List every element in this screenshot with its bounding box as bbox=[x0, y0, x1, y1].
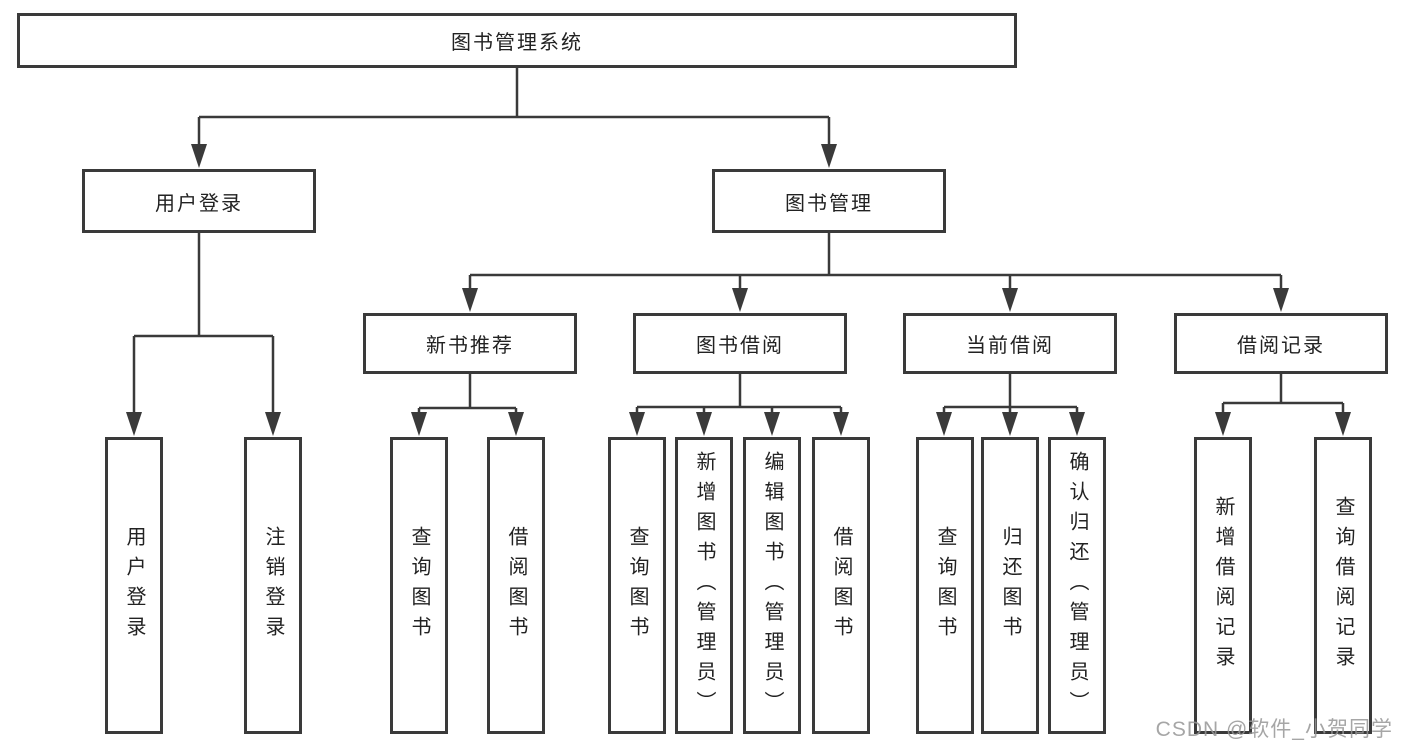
leaf-confirm-return-admin: 确认归还（管理员） bbox=[1048, 437, 1106, 734]
leaf-query-books-current: 查询图书 bbox=[916, 437, 974, 734]
leaf-label: 查询图书 bbox=[934, 525, 956, 646]
leaf-label: 注销登录 bbox=[262, 525, 284, 646]
leaf-label: 新增图书（管理员） bbox=[693, 450, 715, 721]
leaf-label: 查询图书 bbox=[408, 525, 430, 646]
leaf-label: 确认归还（管理员） bbox=[1066, 450, 1088, 721]
csdn-watermark: CSDN @软件_小贺同学 bbox=[1155, 718, 1393, 741]
leaf-query-books-borrowing: 查询图书 bbox=[608, 437, 666, 734]
node-label: 借阅记录 bbox=[1237, 335, 1325, 357]
node-new-book-recommend: 新书推荐 bbox=[363, 313, 577, 374]
node-borrowing-records: 借阅记录 bbox=[1174, 313, 1388, 374]
leaf-label: 编辑图书（管理员） bbox=[761, 450, 783, 721]
leaf-label: 借阅图书 bbox=[830, 525, 852, 646]
leaf-query-books-recommend: 查询图书 bbox=[390, 437, 448, 734]
node-book-borrowing: 图书借阅 bbox=[633, 313, 847, 374]
node-label: 图书借阅 bbox=[696, 335, 784, 357]
node-label: 图书管理 bbox=[785, 192, 873, 215]
leaf-label: 借阅图书 bbox=[505, 525, 527, 646]
leaf-add-books-admin: 新增图书（管理员） bbox=[675, 437, 733, 734]
leaf-add-borrow-record: 新增借阅记录 bbox=[1194, 437, 1252, 734]
leaf-user-login: 用户登录 bbox=[105, 437, 163, 734]
node-label: 新书推荐 bbox=[426, 335, 514, 357]
node-label: 当前借阅 bbox=[966, 335, 1054, 357]
node-library-management-system: 图书管理系统 bbox=[17, 13, 1017, 68]
leaf-label: 归还图书 bbox=[999, 525, 1021, 646]
leaf-edit-books-admin: 编辑图书（管理员） bbox=[743, 437, 801, 734]
arrowheads bbox=[126, 144, 1351, 436]
leaf-label: 查询图书 bbox=[626, 525, 648, 646]
leaf-label: 新增借阅记录 bbox=[1212, 495, 1234, 676]
node-book-management: 图书管理 bbox=[712, 169, 946, 233]
node-current-borrowing: 当前借阅 bbox=[903, 313, 1117, 374]
leaf-label: 用户登录 bbox=[123, 525, 145, 646]
node-user-login: 用户登录 bbox=[82, 169, 316, 233]
node-label: 图书管理系统 bbox=[451, 32, 583, 54]
node-label: 用户登录 bbox=[155, 192, 243, 215]
leaf-borrow-books: 借阅图书 bbox=[812, 437, 870, 734]
leaf-return-books: 归还图书 bbox=[981, 437, 1039, 734]
leaf-logout: 注销登录 bbox=[244, 437, 302, 734]
leaf-query-borrow-record: 查询借阅记录 bbox=[1314, 437, 1372, 734]
leaf-borrow-books-recommend: 借阅图书 bbox=[487, 437, 545, 734]
leaf-label: 查询借阅记录 bbox=[1332, 495, 1354, 676]
